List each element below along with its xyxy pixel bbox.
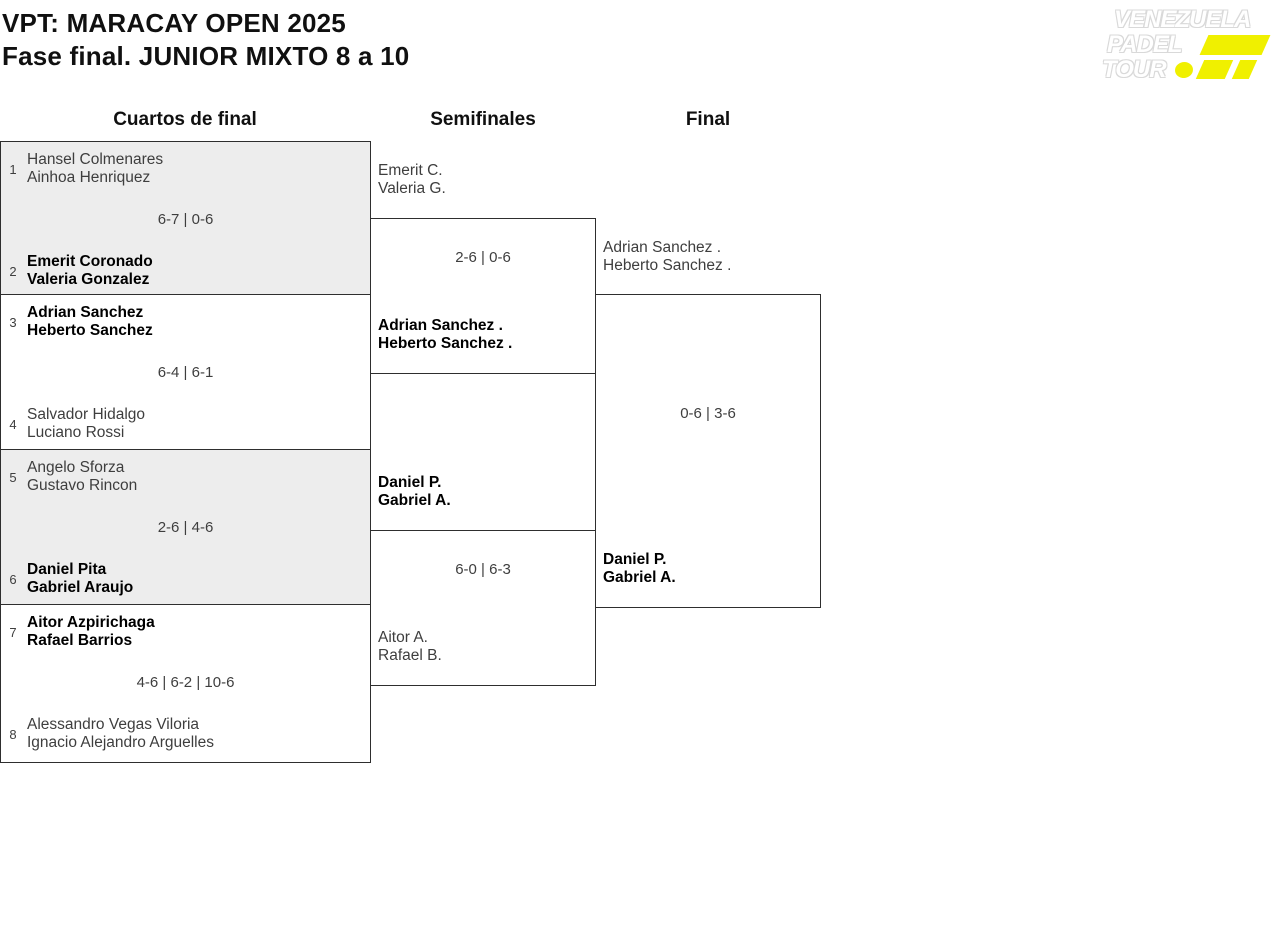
seed-number: 7 (9, 624, 17, 640)
tournament-title: VPT: MARACAY OPEN 2025 (2, 8, 346, 38)
qf-match-4: 7 Aitor Azpirichaga Rafael Barrios 4-6 |… (0, 604, 371, 763)
team-names: Salvador Hidalgo Luciano Rossi (27, 406, 145, 442)
logo-bar-icon (1195, 60, 1233, 79)
team-names: Adrian Sanchez . Heberto Sanchez . (603, 239, 731, 275)
player-name: Gabriel A. (603, 569, 676, 586)
player-name: Daniel P. (378, 474, 442, 491)
logo-venezuela-text: VENEZUELA (1114, 5, 1251, 33)
player-name: Rafael B. (378, 647, 442, 664)
logo-bar-icon (1231, 60, 1257, 79)
player-name: Adrian Sanchez . (603, 239, 722, 256)
player-name: Gustavo Rincon (27, 477, 138, 494)
qf-match-3: 5 Angelo Sforza Gustavo Rincon 2-6 | 4-6… (0, 449, 371, 605)
player-name: Aitor Azpirichaga (27, 614, 155, 631)
final-match: Adrian Sanchez . Heberto Sanchez . 0-6 |… (595, 239, 821, 608)
sf-match-2: Daniel P. Gabriel A. 6-0 | 6-3 Aitor A. … (370, 474, 596, 686)
logo-row-1: VENEZUELA (1114, 5, 1272, 33)
page-header: VPT: MARACAY OPEN 2025 Fase final. JUNIO… (2, 7, 409, 73)
match-score: 0-6 | 3-6 (680, 405, 736, 422)
logo-row-3: TOUR (1102, 55, 1272, 83)
team-names: Adrian Sanchez Heberto Sanchez (27, 304, 153, 340)
team-names: Hansel Colmenares Ainhoa Henriquez (27, 151, 163, 187)
player-name: Salvador Hidalgo (27, 406, 146, 423)
seed-number: 4 (9, 416, 17, 432)
team-names: Aitor A. Rafael B. (378, 629, 442, 665)
team-names: Emerit C. Valeria G. (378, 162, 446, 198)
sf-match-1: Emerit C. Valeria G. 2-6 | 0-6 Adrian Sa… (370, 162, 596, 374)
qf-match-2: 3 Adrian Sanchez Heberto Sanchez 6-4 | 6… (0, 294, 371, 450)
stage-subtitle: Fase final. JUNIOR MIXTO 8 a 10 (2, 41, 410, 71)
player-name: Adrian Sanchez (27, 304, 144, 321)
match-score: 4-6 | 6-2 | 10-6 (136, 674, 235, 691)
vpt-logo: VENEZUELA PADEL TOUR (1102, 5, 1272, 83)
player-name: Ignacio Alejandro Arguelles (27, 734, 214, 751)
player-name: Rafael Barrios (27, 632, 133, 649)
logo-tour-text: TOUR (1102, 55, 1167, 83)
team-names: Alessandro Vegas Viloria Ignacio Alejand… (27, 716, 214, 752)
logo-bar-icon (1199, 34, 1271, 55)
team-names: Daniel P. Gabriel A. (378, 474, 451, 510)
seed-number: 5 (9, 469, 17, 485)
player-name: Heberto Sanchez (27, 322, 153, 339)
match-score: 2-6 | 0-6 (455, 249, 511, 266)
player-name: Aitor A. (378, 629, 428, 646)
match-score: 6-4 | 6-1 (157, 364, 214, 381)
player-name: Hansel Colmenares (27, 151, 164, 168)
match-score: 2-6 | 4-6 (157, 519, 214, 536)
player-name: Daniel Pita (27, 561, 107, 578)
player-name: Emerit C. (378, 162, 443, 179)
player-name: Gabriel Araujo (27, 579, 134, 596)
player-name: Gabriel A. (378, 492, 451, 509)
player-name: Adrian Sanchez . (378, 317, 503, 334)
team-names: Aitor Azpirichaga Rafael Barrios (27, 614, 155, 650)
qf-match-1: 1 Hansel Colmenares Ainhoa Henriquez 6-7… (0, 141, 371, 295)
player-name: Ainhoa Henriquez (27, 169, 151, 186)
player-name: Daniel P. (603, 551, 667, 568)
match-score: 6-7 | 0-6 (157, 211, 214, 228)
seed-number: 1 (9, 161, 17, 177)
column-header-semifinales: Semifinales (430, 109, 536, 130)
seed-number: 8 (9, 726, 17, 742)
team-names: Daniel P. Gabriel A. (603, 551, 676, 587)
seed-number: 2 (9, 263, 17, 279)
team-names: Emerit Coronado Valeria Gonzalez (27, 253, 153, 289)
player-name: Valeria Gonzalez (27, 271, 150, 288)
seed-number: 6 (9, 571, 17, 587)
logo-row-2: PADEL (1107, 30, 1272, 58)
player-name: Luciano Rossi (27, 424, 125, 441)
player-name: Alessandro Vegas Viloria (27, 716, 200, 733)
player-name: Angelo Sforza (27, 459, 125, 476)
player-name: Heberto Sanchez . (603, 257, 732, 274)
team-names: Adrian Sanchez . Heberto Sanchez . (378, 317, 512, 353)
column-header-cuartos: Cuartos de final (0, 109, 370, 131)
match-score: 6-0 | 6-3 (455, 561, 511, 578)
logo-dot-icon (1173, 60, 1194, 79)
column-header-final: Final (685, 109, 731, 130)
team-names: Angelo Sforza Gustavo Rincon (27, 459, 137, 495)
player-name: Valeria G. (378, 180, 446, 197)
seed-number: 3 (9, 314, 17, 330)
player-name: Emerit Coronado (27, 253, 153, 270)
team-names: Daniel Pita Gabriel Araujo (27, 561, 133, 597)
logo-padel-text: PADEL (1107, 30, 1183, 58)
player-name: Heberto Sanchez . (378, 335, 513, 352)
